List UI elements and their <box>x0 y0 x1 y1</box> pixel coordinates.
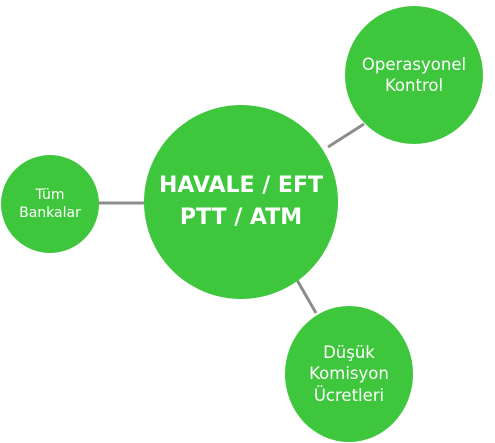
low-commission-node: Düşük Komisyon Ücretleri <box>285 306 413 442</box>
all-banks-label: Tüm Bankalar <box>19 186 81 222</box>
center-node-line-1: HAVALE / EFT <box>159 173 323 199</box>
low-commission-label: Düşük Komisyon Ücretleri <box>309 342 389 406</box>
low-commission-line-2: Komisyon <box>309 364 389 384</box>
operational-control-line-1: Operasyonel <box>361 54 467 74</box>
all-banks-node: Tüm Bankalar <box>1 155 99 253</box>
center-node-label: HAVALE / EFT PTT / ATM <box>159 170 323 234</box>
all-banks-line-1: Tüm <box>35 186 65 203</box>
connector-top-right <box>327 122 365 149</box>
center-node: HAVALE / EFT PTT / ATM <box>144 105 338 299</box>
low-commission-line-3: Ücretleri <box>313 385 385 405</box>
all-banks-line-2: Bankalar <box>19 205 81 221</box>
low-commission-line-1: Düşük <box>323 342 375 362</box>
operational-control-node: Operasyonel Kontrol <box>345 6 483 144</box>
connector-bottom <box>295 279 318 314</box>
operational-control-label: Operasyonel Kontrol <box>362 54 466 97</box>
operational-control-line-2: Kontrol <box>384 76 444 95</box>
center-node-line-2: PTT / ATM <box>179 205 303 230</box>
